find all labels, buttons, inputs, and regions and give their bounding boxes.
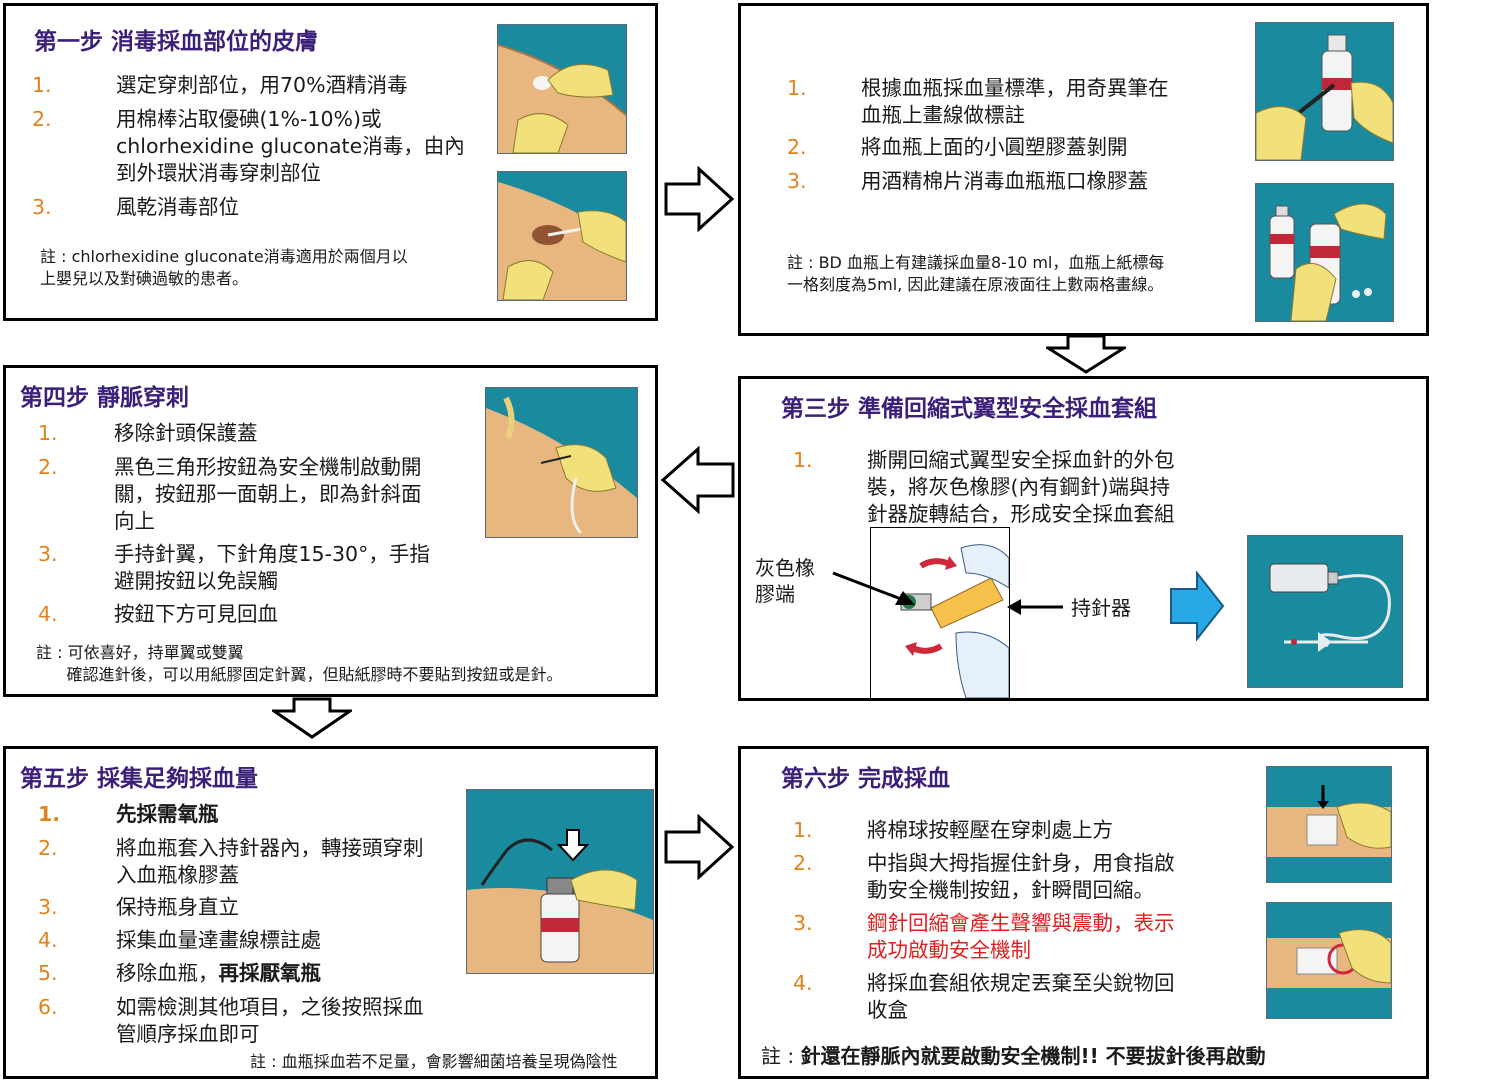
step2-item3-number: 3. (787, 169, 807, 193)
step4-item2-line2: 關，按鈕那一面朝上，即為針斜面 (114, 482, 422, 506)
flow-arrow-step4-to-step5-icon (272, 697, 352, 739)
step3-pointer-to-holder-icon (1007, 599, 1063, 615)
step5-item5-number: 5. (38, 961, 58, 985)
step4-venipuncture-illustration (485, 387, 638, 538)
step3-pointer-to-rubber-icon (832, 571, 915, 605)
step5-item5-text: 移除血瓶，再採厭氧瓶 (116, 960, 321, 987)
step3-item1-line3: 針器旋轉結合，形成安全採血套組 (867, 502, 1175, 526)
step5-item2-line1: 將血瓶套入持針器內，轉接頭穿刺 (116, 836, 424, 860)
step5-item4-number: 4. (38, 928, 58, 952)
step5-item1-text: 先採需氧瓶 (116, 802, 219, 826)
step6-item3-line2: 成功啟動安全機制 (867, 938, 1031, 962)
step6-item4-line2: 收盒 (867, 998, 908, 1022)
step3-item1-number: 1. (793, 448, 813, 472)
step3-twist-assembly-illustration (870, 527, 1010, 699)
step6-item2-number: 2. (793, 851, 813, 875)
step4-note-line1: 註 : 可依喜好，持單翼或雙翼 (36, 643, 244, 662)
step2-note-line1: 註 : BD 血瓶上有建議採血量8-10 ml，血瓶上紙標每 (787, 253, 1165, 272)
step1-skin-swab-illustration (497, 24, 627, 154)
step4-item1-number: 1. (38, 421, 58, 445)
flow-arrow-step5-to-step6-icon (664, 814, 735, 880)
step5-item3-text: 保持瓶身直立 (116, 895, 239, 919)
step6-note: 註 : 針還在靜脈內就要啟動安全機制!! 不要拔針後再啟動 (761, 1043, 1266, 1069)
step1-item3-number: 3. (32, 195, 52, 219)
step1-item3-text: 風乾消毒部位 (116, 195, 239, 219)
step6-cotton-press-illustration (1266, 766, 1392, 883)
step4-panel: 第四步 靜脈穿刺 1. 移除針頭保護蓋 2. 黑色三角形按鈕為安全機制啟動開 關… (3, 365, 658, 697)
step5-item2-number: 2. (38, 836, 58, 860)
step5-item1-number: 1. (38, 802, 61, 826)
flow-arrow-step2-to-step3-icon (1046, 334, 1126, 374)
step6-item2-line2: 動安全機制按鈕，針瞬間回縮。 (867, 878, 1154, 902)
flow-arrow-step1-to-step2-icon (664, 166, 735, 232)
step2-item1-number: 1. (787, 76, 807, 100)
step6-item4-number: 4. (793, 971, 813, 995)
step3-item1-line1: 撕開回縮式翼型安全採血針的外包 (867, 448, 1175, 472)
step4-item4-number: 4. (38, 602, 58, 626)
step1-iodine-swab-illustration (497, 171, 627, 301)
step3-blue-result-arrow-icon (1170, 571, 1225, 641)
step3-gray-rubber-callout-line2: 膠端 (755, 582, 795, 606)
step2-panel: 1. 根據血瓶採血量標準，用奇異筆在 血瓶上畫線做標註 2. 將血瓶上面的小圓塑… (738, 3, 1429, 336)
step3-assembled-set-illustration (1247, 535, 1403, 688)
step6-note-bold: 針還在靜脈內就要啟動安全機制!! 不要拔針後再啟動 (800, 1044, 1266, 1068)
step6-retract-button-illustration (1266, 902, 1392, 1019)
step6-title: 第六步 完成採血 (781, 765, 951, 792)
step3-gray-rubber-callout-line1: 灰色橡 (755, 556, 815, 580)
step1-item1-text: 選定穿刺部位，用70%酒精消毒 (116, 73, 408, 97)
step5-item5-text-plain: 移除血瓶， (116, 961, 219, 985)
step4-title: 第四步 靜脈穿刺 (20, 384, 190, 411)
step6-item1-number: 1. (793, 818, 813, 842)
step6-panel: 第六步 完成採血 1. 將棉球按輕壓在穿刺處上方 2. 中指與大拇指握住針身，用… (738, 746, 1429, 1079)
step1-item2-line1: 用棉棒沾取優碘(1%-10%)或 (116, 107, 382, 131)
step5-item6-line1: 如需檢測其他項目，之後按照採血 (116, 995, 424, 1019)
step3-holder-callout: 持針器 (1071, 596, 1131, 620)
step3-item1-line2: 裝，將灰色橡膠(內有鋼針)端與持 (867, 475, 1170, 499)
step1-item2-line3: 到外環狀消毒穿刺部位 (116, 161, 321, 185)
step4-item2-line3: 向上 (114, 509, 155, 533)
step4-note-line2: 確認進針後，可以用紙膠固定針翼，但貼紙膠時不要貼到按鈕或是針。 (36, 665, 563, 684)
step2-item3-text: 用酒精棉片消毒血瓶瓶口橡膠蓋 (861, 169, 1148, 193)
flow-arrow-step3-to-step4-icon (660, 446, 735, 514)
step2-item2-text: 將血瓶上面的小圓塑膠蓋剝開 (861, 135, 1128, 159)
step1-item1-number: 1. (32, 73, 52, 97)
step1-item2-number: 2. (32, 107, 52, 131)
step2-item2-number: 2. (787, 135, 807, 159)
step1-note-line1: 註 : chlorhexidine gluconate消毒適用於兩個月以 (40, 247, 408, 266)
step4-item3-number: 3. (38, 542, 58, 566)
step6-item3-number: 3. (793, 911, 813, 935)
step5-item6-line2: 管順序採血即可 (116, 1022, 260, 1046)
step5-title: 第五步 採集足夠採血量 (20, 765, 259, 792)
step6-note-prefix: 註 : (761, 1044, 801, 1068)
step3-title: 第三步 準備回縮式翼型安全採血套組 (781, 395, 1158, 422)
step1-panel: 第一步 消毒採血部位的皮膚 1. 選定穿刺部位，用70%酒精消毒 2. 用棉棒沾… (3, 3, 658, 321)
step4-item3-line2: 避開按鈕以免誤觸 (114, 569, 278, 593)
step4-item4-text: 按鈕下方可見回血 (114, 602, 278, 626)
step2-note-line2: 一格刻度為5ml, 因此建議在原液面往上數兩格畫線。 (787, 275, 1164, 294)
step3-panel: 第三步 準備回縮式翼型安全採血套組 1. 撕開回縮式翼型安全採血針的外包 裝，將… (738, 376, 1429, 701)
step6-item4-line1: 將採血套組依規定丟棄至尖銳物回 (867, 971, 1175, 995)
step5-item6-number: 6. (38, 995, 58, 1019)
step2-item1-line1: 根據血瓶採血量標準，用奇異筆在 (861, 76, 1169, 100)
step5-blood-culture-illustration (466, 789, 654, 974)
step2-item1-line2: 血瓶上畫線做標註 (861, 103, 1025, 127)
step5-panel: 第五步 採集足夠採血量 1. 先採需氧瓶 2. 將血瓶套入持針器內，轉接頭穿刺 … (3, 746, 658, 1079)
step5-item3-number: 3. (38, 895, 58, 919)
step6-item1-text: 將棉球按輕壓在穿刺處上方 (867, 818, 1113, 842)
step6-item2-line1: 中指與大拇指握住針身，用食指啟 (867, 851, 1175, 875)
step4-item1-text: 移除針頭保護蓋 (114, 421, 258, 445)
step1-item2-line2: chlorhexidine gluconate消毒，由內 (116, 134, 465, 158)
step5-item4-text: 採集血量達畫線標註處 (116, 928, 321, 952)
step1-note-line2: 上嬰兒以及對碘過敏的患者。 (40, 269, 249, 288)
step4-item2-line1: 黑色三角形按鈕為安全機制啟動開 (114, 455, 422, 479)
step4-item3-line1: 手持針翼，下針角度15-30°，手指 (114, 542, 430, 566)
step6-item3-line1: 鋼針回縮會產生聲響與震動，表示 (867, 911, 1175, 935)
step2-mark-bottle-illustration (1255, 22, 1394, 161)
step5-item2-line2: 入血瓶橡膠蓋 (116, 863, 239, 887)
step1-title: 第一步 消毒採血部位的皮膚 (34, 28, 319, 55)
step4-item2-number: 2. (38, 455, 58, 479)
step5-item5-text-bold: 再採厭氧瓶 (218, 961, 322, 985)
step5-note: 註 : 血瓶採血若不足量，會影響細菌培養呈現偽陰性 (250, 1052, 618, 1071)
step2-open-cap-illustration (1255, 183, 1394, 322)
